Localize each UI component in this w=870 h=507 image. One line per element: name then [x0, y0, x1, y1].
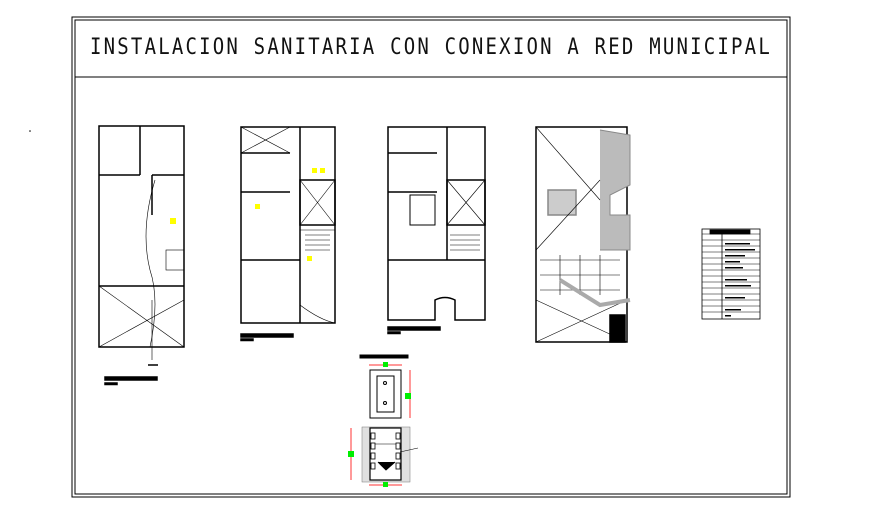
- inner-frame: [74, 19, 788, 495]
- sheet-title: INSTALACION SANITARIA CON CONEXION A RED…: [90, 34, 772, 60]
- outer-frame: [71, 16, 791, 498]
- registry-box-detail: [348, 354, 419, 487]
- legend-table: [701, 228, 761, 320]
- plan-roof: [535, 126, 631, 343]
- plan-level-2: [240, 126, 336, 342]
- fixture-icon: [170, 218, 176, 224]
- plan-level-1: [98, 125, 185, 386]
- plan-level-3: [387, 126, 486, 335]
